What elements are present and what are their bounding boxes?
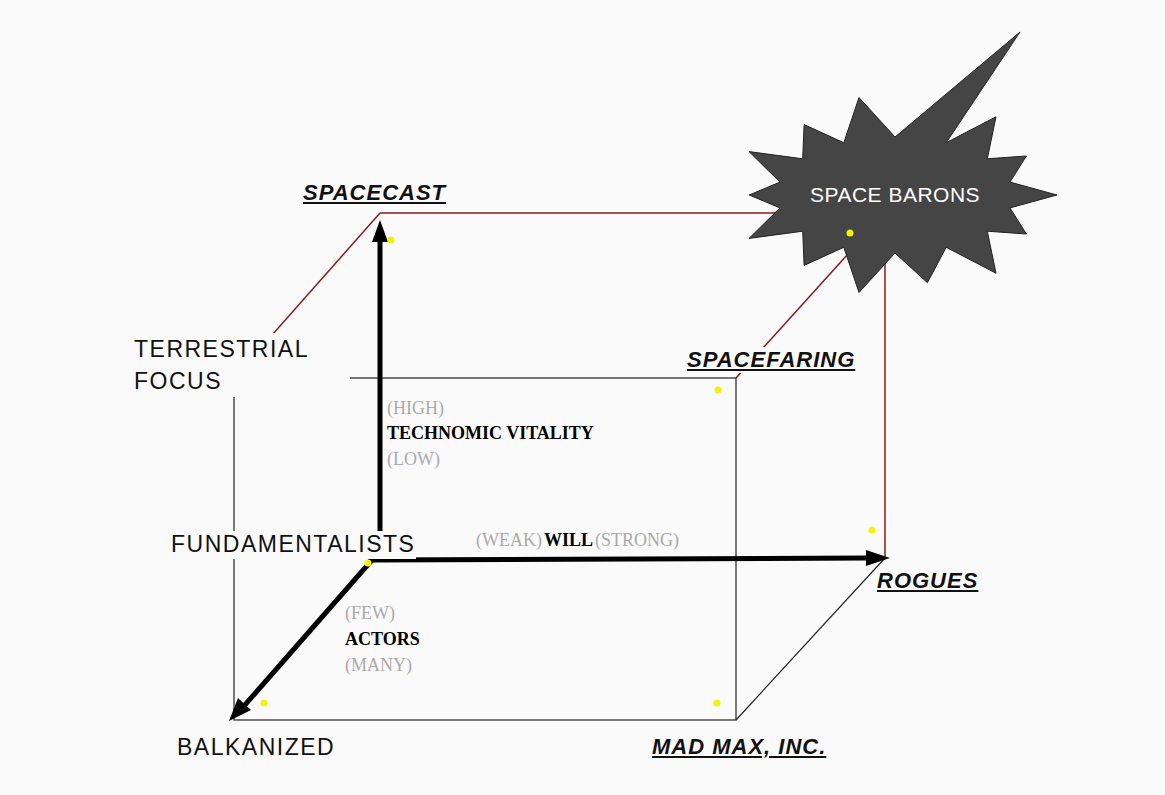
starburst-shape [730,30,1065,300]
node-title: SPACE BARONS [810,183,980,207]
scenario-label: TERRESTRIAL FOCUS [133,333,350,397]
corner-dot [365,560,372,567]
axis-level: (MANY) [344,655,413,677]
corner-dot [847,230,854,237]
starburst-node: SPACE BARONS [730,30,1065,300]
corner-dot [869,527,876,534]
scenario-label: BALKANIZED [176,734,336,762]
dots [234,230,876,707]
corner-dot [714,700,721,707]
axis-level: (STRONG) [594,530,680,552]
scenario-label: SPACEFARING [686,347,856,373]
arrowheads [229,220,890,721]
axis-level: (LOW) [386,449,441,471]
axis-line [368,558,868,560]
axis-level: (WEAK) [475,530,543,552]
arrowhead [866,550,890,566]
arrowhead [229,698,251,721]
front-edge [736,558,885,720]
axes [244,240,868,706]
corner-dot [261,700,268,707]
axis-level: (FEW) [344,603,396,625]
axis-name: WILL [543,530,594,552]
corner-dot [715,387,722,394]
scenario-label: MAD MAX, INC. [651,734,827,760]
axis-line [378,240,383,560]
starburst-outline [749,32,1057,293]
scenario-label: ROGUES [876,568,979,594]
axis-name: TECHNOMIC VITALITY [386,423,595,445]
scenario-label: SPACECAST [302,180,447,206]
axis-level: (HIGH) [386,398,445,420]
axis-name: ACTORS [344,629,421,651]
scenario-label: FUNDAMENTALISTS [170,531,416,559]
corner-dot [388,237,395,244]
corner-dot [847,230,854,237]
arrowhead [372,220,388,242]
